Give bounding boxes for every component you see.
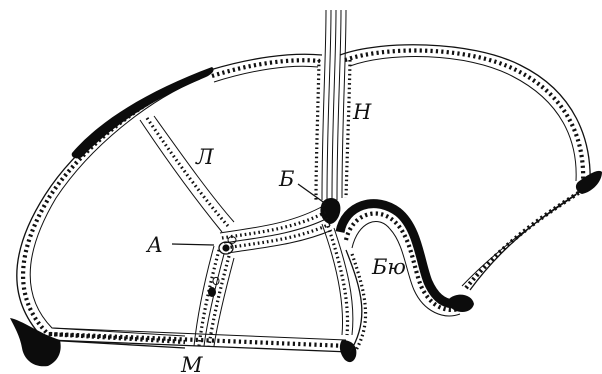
label-byu: Бю bbox=[371, 255, 406, 279]
lobe-byu bbox=[340, 204, 474, 352]
label-b: Б bbox=[278, 167, 294, 191]
descending-septum bbox=[322, 224, 353, 335]
label-l: Л bbox=[195, 145, 214, 169]
leader-a bbox=[172, 244, 214, 245]
right-bottom-thickening bbox=[340, 340, 357, 362]
left-chamber bbox=[17, 67, 234, 348]
upper-left-thickening bbox=[72, 67, 214, 158]
label-n: Н bbox=[352, 100, 372, 124]
central-bridge bbox=[219, 205, 332, 254]
right-chamber bbox=[210, 45, 602, 290]
label-m: М bbox=[180, 353, 203, 374]
label-a: А bbox=[145, 233, 163, 257]
vertical-septum bbox=[194, 246, 234, 346]
left-bottom-thickening bbox=[10, 318, 61, 366]
right-edge-thickening bbox=[576, 171, 602, 194]
stalk-n bbox=[316, 10, 350, 224]
